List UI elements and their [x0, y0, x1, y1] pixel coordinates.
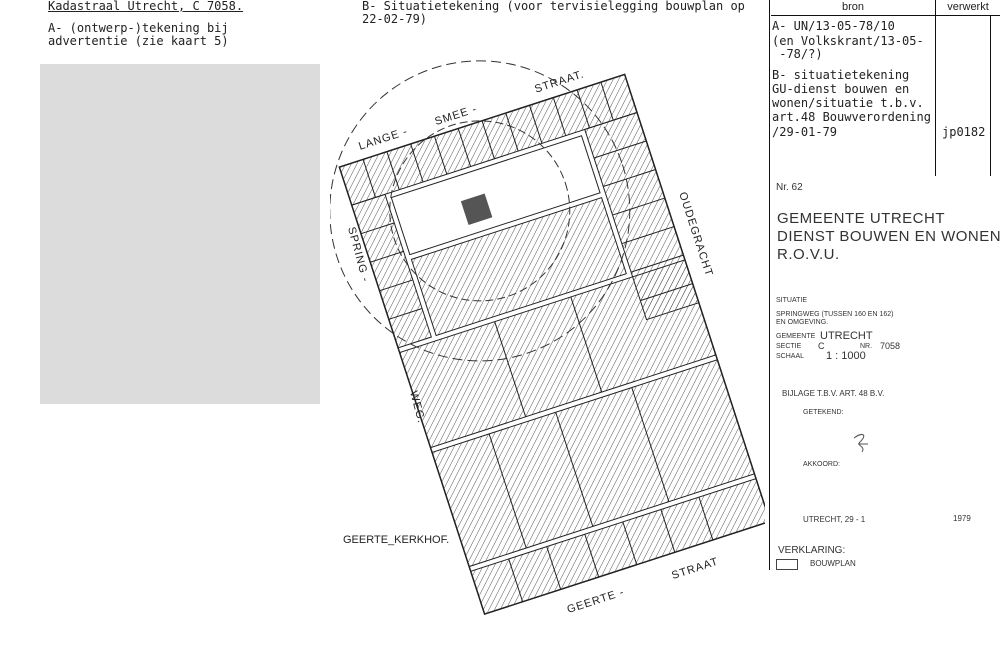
- map-block-bottom: [431, 359, 756, 568]
- table-border-left: [769, 0, 770, 176]
- stamp-bouwplan: BOUWPLAN: [810, 559, 856, 568]
- table-row: /29-01-79: [772, 125, 838, 139]
- street-label-geertekerkhof: GEERTE_KERKHOF.: [343, 534, 449, 546]
- map-houses-bottom: [470, 477, 765, 615]
- map-block-middle: [410, 196, 627, 337]
- stamp-nr-value: 7058: [880, 341, 901, 351]
- stamp-gemeente-label: GEMEENTE: [776, 333, 816, 340]
- stamp-org-line3: R.O.V.U.: [777, 246, 840, 263]
- map-courtyard: [390, 135, 601, 256]
- map-radius-circle: [389, 120, 571, 302]
- table-row: A- UN/13-05-78/10: [772, 19, 895, 33]
- table-border-right: [990, 15, 991, 176]
- description-b-line1: B- Situatietekening (voor tervisieleggin…: [362, 0, 745, 13]
- stamp-schaal-value: 1 : 1000: [826, 350, 866, 362]
- description-a-line2: advertentie (zie kaart 5): [48, 34, 229, 48]
- stamp-org-line2: DIENST BOUWEN EN WONEN: [777, 228, 1000, 245]
- stamp-schaal-label: SCHAAL: [776, 353, 805, 360]
- table-border-middle: [935, 0, 936, 176]
- stamp-akkoord-label: AKKOORD:: [803, 461, 840, 468]
- image-placeholder: [40, 64, 320, 404]
- map-radius-circle-outer: [330, 60, 631, 362]
- stamp-location-a: SPRINGWEG (TUSSEN 160 EN 162): [776, 311, 894, 318]
- table-row: B- situatietekening: [772, 68, 910, 82]
- verwerkt-code: jp0182: [942, 125, 986, 139]
- situation-map: LANGE - SMEE - STRAAT. OUDEGRACHT GEERTE…: [330, 60, 765, 616]
- map-block-lower: [398, 259, 717, 449]
- document-header: Kadastraal Utrecht, C 7058.: [48, 0, 244, 13]
- stamp-datum-jaar: 1979: [953, 514, 971, 523]
- legend-swatch-bouwplan: [776, 559, 798, 570]
- table-row: GU-dienst bouwen en: [772, 82, 910, 96]
- stamp-org-line1: GEMEENTE UTRECHT: [777, 210, 946, 227]
- description-b-line2: 22-02-79): [362, 12, 428, 26]
- signature: [853, 434, 868, 453]
- stamp-getekend-label: GETEKEND:: [803, 409, 844, 416]
- street-label-geerte: GEERTE -: [566, 586, 627, 616]
- map-houses-left: [351, 193, 432, 349]
- stamp-sectie-value: C: [818, 341, 825, 351]
- stamp-number: Nr. 62: [776, 182, 803, 193]
- table-row: -78/?): [772, 47, 823, 61]
- stamp-sectie-label: SECTIE: [776, 343, 802, 350]
- stamp-situatie: SITUATIE: [776, 297, 807, 304]
- street-label-straat-2: STRAAT: [670, 556, 720, 582]
- description-a-line1: A- (ontwerp-)tekening bij: [48, 21, 229, 35]
- table-row: art.48 Bouwverordening: [772, 110, 931, 124]
- stamp-border: [769, 176, 770, 570]
- stamp-datum-label: UTRECHT, 29 - 1: [803, 515, 866, 524]
- stamp-bijlage: BIJLAGE T.B.V. ART. 48 B.V.: [782, 389, 885, 398]
- column-header-verwerkt: verwerkt: [936, 0, 1000, 16]
- stamp-verklaring: VERKLARING:: [778, 545, 846, 556]
- stamp-nr-label: NR.: [860, 343, 873, 350]
- table-row: wonen/situatie t.b.v.: [772, 96, 924, 110]
- map-bouwplan-plot: [460, 193, 493, 226]
- table-row: (en Volkskrant/13-05-: [772, 34, 924, 48]
- column-header-bron: bron: [771, 0, 935, 16]
- stamp-gemeente-value: UTRECHT: [820, 330, 873, 342]
- stamp-location-b: EN OMGEVING.: [776, 319, 829, 326]
